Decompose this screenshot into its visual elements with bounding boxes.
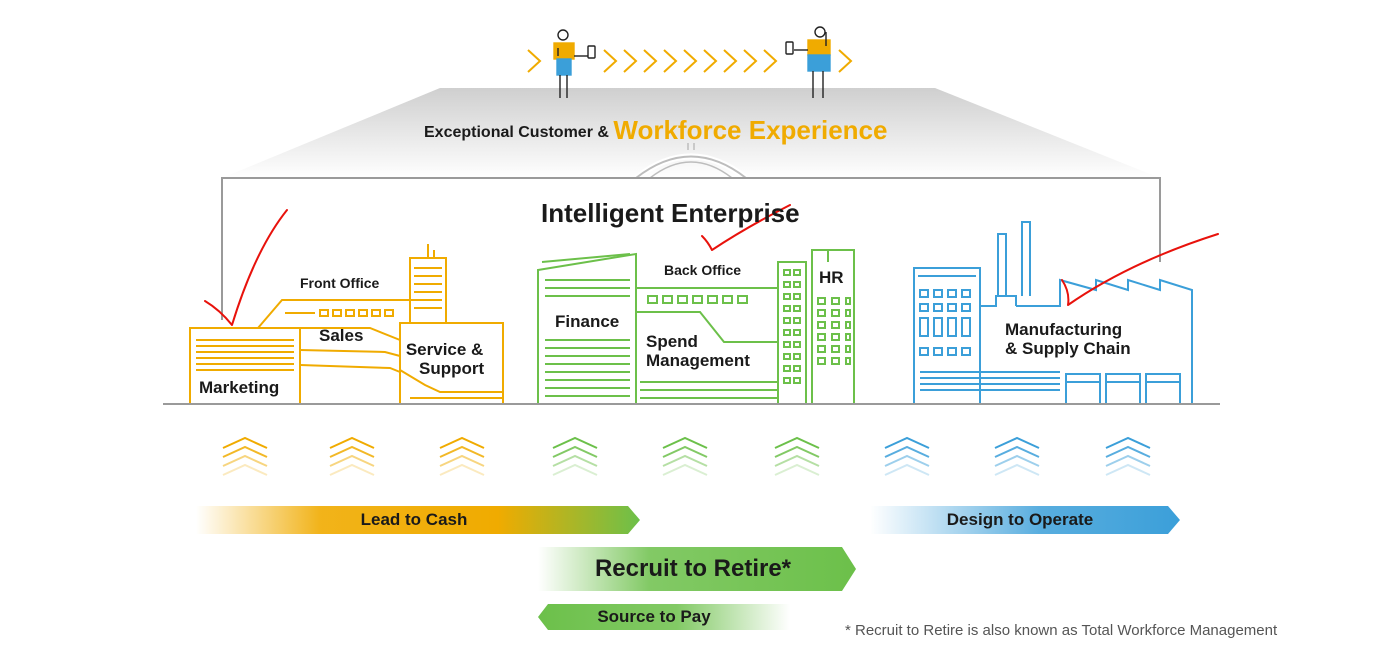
up-chevron-icon	[329, 436, 375, 449]
manufacturing-buildings	[913, 221, 1193, 405]
up-chevron-icon	[662, 445, 708, 458]
up-chevron-icon	[329, 454, 375, 467]
up-chevron-icon	[884, 445, 930, 458]
up-chevrons	[222, 436, 1151, 476]
up-chevron-icon	[774, 463, 820, 476]
sales-label: Sales	[319, 326, 364, 345]
manufacturing-label: Manufacturing & Supply Chain	[1005, 320, 1131, 358]
up-chevron-icon	[552, 454, 598, 467]
source-to-pay-arrow	[538, 604, 790, 630]
back-office-label: Back Office	[664, 262, 742, 278]
up-chevron-icon	[884, 454, 930, 467]
up-chevron-icon	[222, 436, 268, 449]
footnote: * Recruit to Retire is also known as Tot…	[845, 622, 1278, 639]
up-chevron-icon	[774, 445, 820, 458]
up-chevron-icon	[884, 436, 930, 449]
up-chevron-icon	[662, 463, 708, 476]
up-chevron-icon	[552, 463, 598, 476]
recruit-to-retire-arrow	[538, 547, 856, 591]
up-chevron-icon	[329, 463, 375, 476]
up-chevron-icon	[1105, 445, 1151, 458]
worker-figure-icon	[785, 26, 831, 98]
experience-prefix: Exceptional Customer &	[424, 124, 609, 141]
service-support-label: Service & Support	[405, 340, 485, 378]
up-chevron-icon	[994, 445, 1040, 458]
up-chevron-icon	[439, 436, 485, 449]
up-chevron-icon	[439, 463, 485, 476]
up-chevron-icon	[222, 445, 268, 458]
source-to-pay-label: Source to Pay	[597, 607, 711, 626]
design-to-operate-arrow	[870, 506, 1180, 534]
experience-chevrons	[527, 49, 853, 73]
spend-management-label: Spend Management	[646, 332, 750, 370]
experience-title: Exceptional Customer & Workforce Experie…	[424, 116, 887, 145]
lead-to-cash-arrow	[196, 506, 640, 534]
up-chevron-icon	[439, 454, 485, 467]
customer-figure-icon	[553, 29, 596, 98]
up-chevron-icon	[662, 436, 708, 449]
intelligent-enterprise-title: Intelligent Enterprise	[541, 198, 800, 228]
up-chevron-icon	[884, 463, 930, 476]
up-chevron-icon	[662, 454, 708, 467]
up-chevron-icon	[994, 454, 1040, 467]
roof-band	[222, 88, 1160, 178]
up-chevron-icon	[994, 463, 1040, 476]
front-office-label: Front Office	[300, 275, 380, 291]
experience-highlight: Workforce Experience	[613, 115, 888, 145]
up-chevron-icon	[1105, 463, 1151, 476]
finance-label: Finance	[555, 312, 620, 331]
up-chevron-icon	[222, 454, 268, 467]
up-chevron-icon	[774, 436, 820, 449]
up-chevron-icon	[774, 454, 820, 467]
up-chevron-icon	[552, 436, 598, 449]
marketing-label: Marketing	[199, 378, 280, 397]
up-chevron-icon	[439, 445, 485, 458]
up-chevron-icon	[1105, 436, 1151, 449]
recruit-to-retire-label: Recruit to Retire*	[594, 555, 792, 582]
up-chevron-icon	[329, 445, 375, 458]
up-chevron-icon	[994, 436, 1040, 449]
enterprise-frame	[221, 177, 1161, 320]
red-annotation-marks	[204, 204, 1219, 326]
hr-label: HR	[819, 268, 844, 287]
front-office-buildings	[189, 244, 504, 405]
up-chevron-icon	[222, 463, 268, 476]
design-to-operate-label: Design to Operate	[946, 510, 1094, 529]
up-chevron-icon	[552, 445, 598, 458]
up-chevron-icon	[1105, 454, 1151, 467]
lead-to-cash-label: Lead to Cash	[360, 510, 468, 529]
